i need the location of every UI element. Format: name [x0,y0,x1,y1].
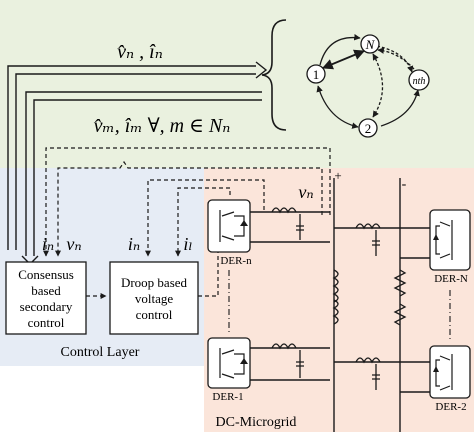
outgoing-hollow-arrow [7,61,268,250]
graph-node-N-label: N [365,37,376,52]
der-2-label: DER-2 [435,401,466,413]
incoming-signal-label: v̂ₘ, îₘ ∀, m ∈ Nₙ [94,115,231,137]
droop-line-3: control [136,307,173,322]
consensus-line-4: control [28,315,65,330]
der-n-converter [207,199,251,253]
signal-in-label: iₙ [42,234,54,254]
graph-edge-N-1 [322,49,365,70]
graph-edge-2-nth [380,89,420,127]
der-n-label: DER-n [220,255,252,267]
consensus-line-1: Consensus [18,267,74,282]
consensus-control-box [5,261,87,335]
der-N-label: DER-N [434,273,468,285]
communication-region [0,0,474,168]
graph-node-1 [306,64,326,84]
dc-bus [250,178,430,432]
graph-node-1-label: 1 [313,67,320,82]
communication-graph: N 1 nth 2 [306,34,430,138]
droop-line-2: voltage [135,291,173,306]
graph-node-2-label: 2 [365,121,372,136]
bus-minus-label: - [402,177,407,192]
droop-line-1: Droop based [121,275,188,290]
graph-edge-1-N-outer [319,34,361,66]
graph-node-2 [358,118,378,138]
der-1-label: DER-1 [212,391,243,403]
bottom-left-blank [0,366,204,432]
graph-edge-N-nth [376,45,414,73]
der-2-converter [429,345,471,399]
graph-edge-N-2 [372,53,384,118]
brace [261,19,287,131]
signal-il-label: iₗ [183,234,192,254]
der-1-converter [207,337,251,389]
graph-edge-1-2 [316,85,359,129]
signal-vn-label: vₙ [66,234,81,254]
graph-node-N [360,34,380,54]
microgrid-label: DC-Microgrid [216,415,297,430]
control-layer-label: Control Layer [61,345,140,360]
droop-control-box [109,261,199,335]
outgoing-signal-label: v̂ₙ , îₙ [117,41,163,63]
microgrid-vn-label: vₙ [298,182,313,202]
line-impedances [271,207,407,390]
graph-node-nth-label: nth [413,76,426,87]
consensus-line-3: secondary [20,299,73,314]
consensus-line-2: based [31,283,61,298]
graph-node-nth [408,69,430,91]
continuation-lines [228,270,451,342]
der-N-converter [429,209,471,271]
signal-in2-label: iₙ [128,234,140,254]
graph-edge-nth-N [377,47,415,70]
bus-plus-label: + [334,168,341,183]
